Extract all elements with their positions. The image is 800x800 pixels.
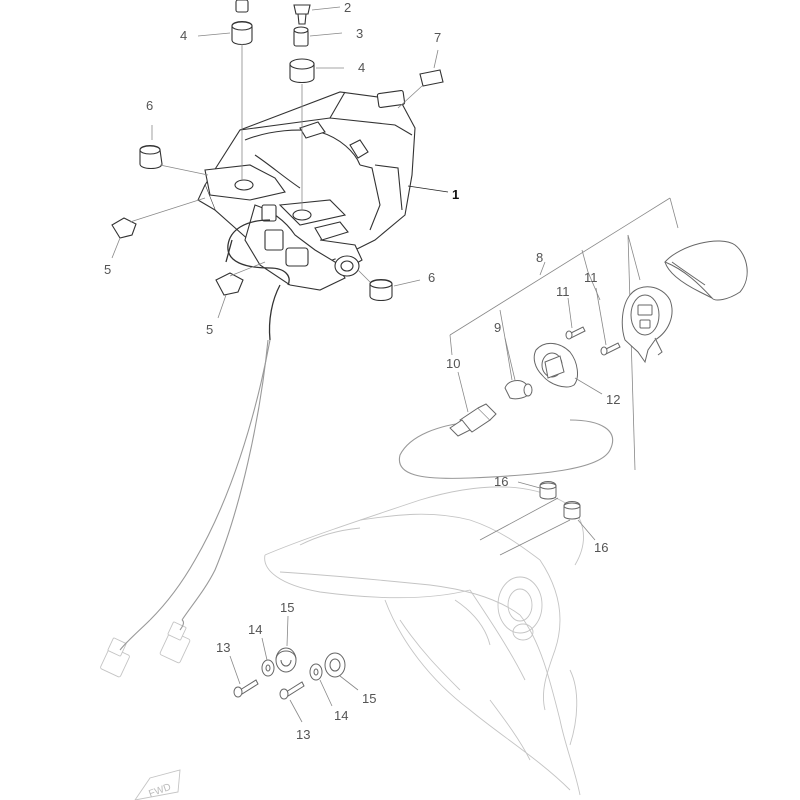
part-9-bulb: [504, 337, 533, 400]
callout-8: 8: [536, 250, 543, 265]
part-6-grommet-a: [139, 125, 209, 176]
callout-11b: 11: [584, 270, 598, 285]
callout-11a: 11: [556, 284, 570, 299]
callout-13a: 13: [216, 640, 230, 655]
lens-cover: [664, 240, 748, 301]
part-11-screw-b: [595, 287, 621, 356]
callout-6a: 6: [146, 98, 153, 113]
callout-12: 12: [606, 392, 620, 407]
part-5-nut-b: [215, 261, 266, 319]
part-16-grommet-a: [517, 481, 557, 500]
part-12-socket: [533, 343, 603, 395]
part-16-grommet-b: [563, 501, 596, 541]
callout-13b: 13: [296, 727, 310, 742]
callout-16a: 16: [494, 474, 508, 489]
lamp-wire: [398, 419, 613, 479]
callout-10: 10: [446, 356, 460, 371]
part-15-grommet-b: [324, 652, 359, 691]
part-1-box: [197, 89, 416, 291]
part-13-screw-b: [279, 681, 305, 723]
harness-wire: [149, 284, 281, 621]
callout-4a: 4: [180, 28, 187, 43]
part-2-screw: [293, 4, 341, 25]
callout-14b: 14: [334, 708, 348, 723]
part-10-socket: [449, 371, 497, 437]
part-11-screw-a: [565, 297, 586, 340]
part-7-tab: [397, 49, 444, 109]
callout-4b: 4: [358, 60, 365, 75]
callout-2: 2: [344, 0, 351, 15]
connector-left: [100, 619, 151, 678]
part-14-washer-b: [309, 663, 333, 707]
part-14-washer-a: [261, 637, 275, 677]
mount-line-c: [479, 497, 559, 541]
callout-6b: 6: [428, 270, 435, 285]
callout-labels: 1 2 3 4 4 5 5 6 6 7 8 9 10 11 11 12 13 1…: [104, 0, 620, 742]
rear-fender-ghost: [264, 486, 584, 796]
callout-5b: 5: [206, 322, 213, 337]
part-4-grommet-a: [197, 0, 253, 46]
callout-7: 7: [434, 30, 441, 45]
part-6-grommet-b: [334, 255, 421, 302]
part-8-bracket-lines: [449, 197, 679, 471]
callout-14a: 14: [248, 622, 262, 637]
part-4-grommet-b: [289, 58, 344, 84]
part-5-nut-a: [111, 197, 206, 259]
callout-9: 9: [494, 320, 501, 335]
part-13-screw-a: [229, 655, 259, 698]
fwd-arrow-icon: FWD: [134, 769, 181, 800]
lamp-housing: [621, 286, 673, 364]
callout-15a: 15: [280, 600, 294, 615]
callout-3: 3: [356, 26, 363, 41]
fwd-label: FWD: [147, 782, 172, 800]
callout-15b: 15: [362, 691, 376, 706]
connector-right: [159, 619, 191, 664]
callout-16b: 16: [594, 540, 608, 555]
callout-5a: 5: [104, 262, 111, 277]
leader-1: [407, 185, 449, 193]
callout-1: 1: [452, 187, 459, 202]
part-3-collar: [293, 26, 343, 47]
mount-line-d: [499, 519, 571, 556]
part-15-grommet-a: [275, 615, 297, 673]
